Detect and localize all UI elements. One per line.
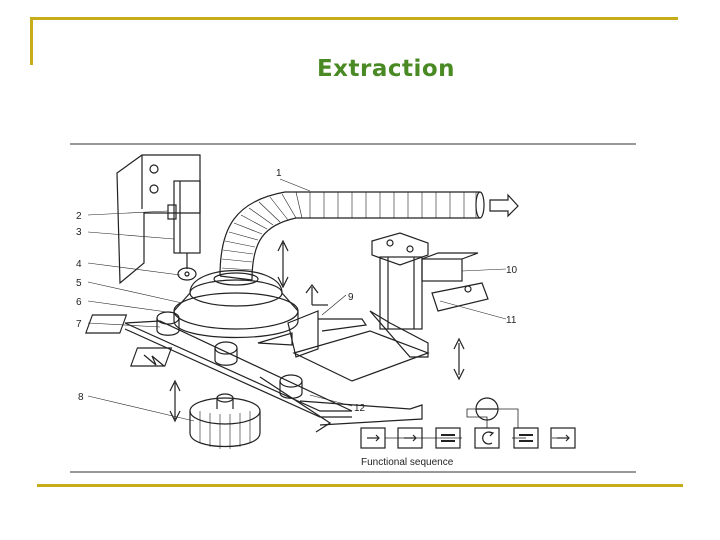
- rotate-box-icon: [474, 427, 500, 449]
- callout-8: 8: [78, 392, 84, 403]
- callout-5: 5: [76, 278, 82, 289]
- functional-sequence: [360, 397, 576, 449]
- suction-hood: [189, 270, 283, 294]
- wall-bracket: [116, 154, 201, 285]
- cups: [85, 311, 303, 399]
- arrow-box-icon: [397, 427, 423, 449]
- gripper-body: [287, 310, 319, 358]
- vertical-cylinder: [173, 180, 201, 254]
- arrow-box-icon: [550, 427, 576, 449]
- callout-11: 11: [506, 315, 517, 326]
- callout-10: 10: [506, 265, 518, 276]
- callout-1: 1: [276, 168, 282, 179]
- conveyor-belt: [124, 320, 353, 412]
- sequence-caption: Functional sequence: [361, 457, 454, 468]
- duct-ribs: [221, 191, 477, 271]
- pillar-base: [369, 310, 429, 358]
- callout-7: 7: [76, 319, 82, 330]
- page-title: Extraction: [316, 56, 456, 82]
- callout-6: 6: [76, 297, 82, 308]
- machine-drawing: [85, 154, 519, 449]
- frame-left-rule: [30, 17, 33, 65]
- frame-top-rule: [30, 17, 678, 20]
- extraction-machine-diagram: 1 2 3 4 5 6 7 8 9 10 11 12 Functional se…: [70, 143, 636, 473]
- double-bar-box-icon: [513, 427, 539, 449]
- callout-9: 9: [348, 292, 354, 303]
- callout-3: 3: [76, 227, 82, 238]
- rotary-drive: [189, 411, 261, 447]
- frame-bottom-rule: [37, 484, 683, 487]
- outlet-arrow-icon: [489, 193, 519, 218]
- leader-lines: [87, 178, 507, 422]
- duct-inner: [251, 217, 480, 281]
- callout-4: 4: [76, 259, 82, 270]
- double-bar-box-icon: [435, 427, 461, 449]
- callout-2: 2: [76, 211, 82, 222]
- callout-12: 12: [354, 403, 366, 414]
- duct-outer: [219, 191, 480, 277]
- arrow-box-icon: [360, 427, 386, 449]
- right-cylinder: [379, 256, 423, 330]
